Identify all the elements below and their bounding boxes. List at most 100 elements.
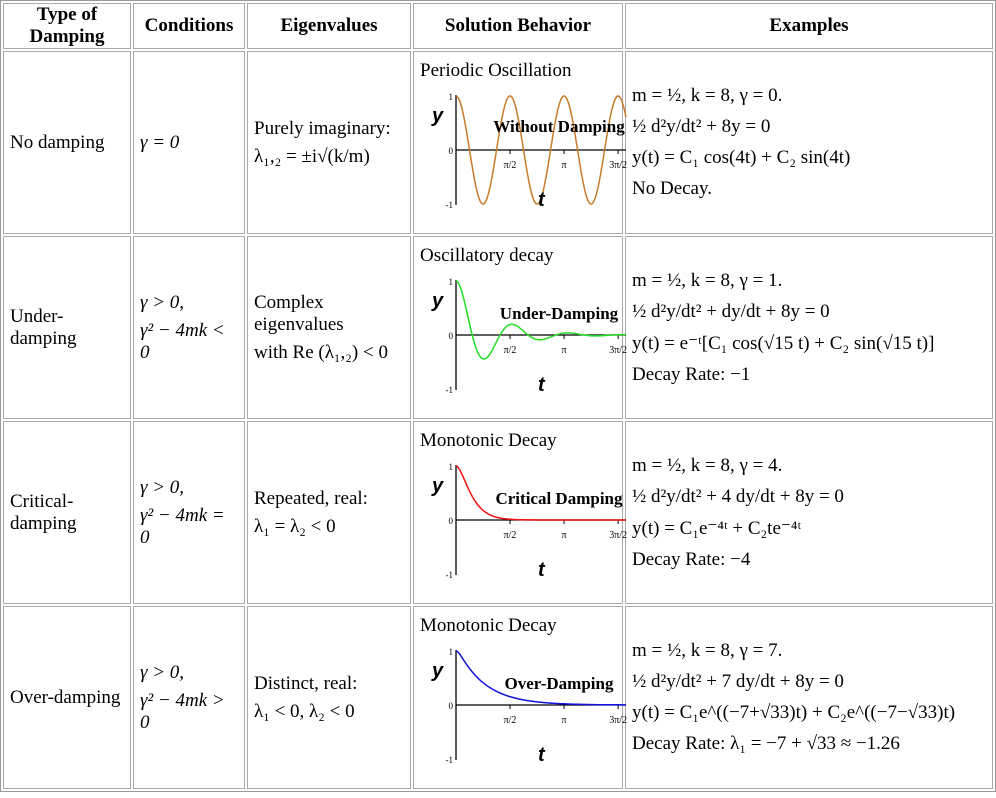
eigenvalues: Distinct, real: λ₁ < 0, λ₂ < 0 (247, 606, 411, 789)
y-tick-label: 0 (449, 146, 454, 156)
example-ode: ½ d²y/dt² + 4 dy/dt + 8y = 0 (632, 485, 844, 507)
eigen-line: λ₁ < 0, λ₂ < 0 (254, 700, 355, 722)
plot-title: Under-Damping (500, 304, 619, 323)
eigen-line: Distinct, real: (254, 672, 358, 694)
table-row: No damping γ = 0 Purely imaginary:λ₁,₂ =… (3, 51, 993, 234)
y-tick-label: -1 (446, 200, 454, 210)
solution-behavior: Monotonic Decay π/2 π 3π/2 1 0 -1 y t Over-Dampi… (413, 606, 627, 789)
y-tick-label: 1 (449, 647, 454, 657)
eigenvalues: Repeated, real: λ₁ = λ₂ < 0 (247, 421, 411, 604)
table-row: Over-damping γ > 0, γ² − 4mk > 0 Distinct… (3, 606, 993, 789)
behavior-label: Periodic Oscillation (420, 60, 572, 81)
behavior-label: Oscillatory decay (420, 245, 554, 266)
eigenvalues: Purely imaginary:λ₁,₂ = ±i√(k/m) (247, 51, 411, 234)
solution-plot: π/2 π 3π/2 1 0 -1 y t Over-Damping (431, 647, 627, 766)
solution-curve (455, 650, 626, 706)
t-axis-label: t (538, 189, 546, 211)
y-tick-label: 1 (449, 92, 454, 102)
damping-type: Over-damping (3, 606, 131, 789)
condition-line: γ > 0, (140, 661, 185, 683)
example-params: m = ½, k = 8, γ = 0. (632, 85, 783, 106)
damping-type: Under-damping (3, 236, 131, 419)
example-decay: No Decay. (632, 178, 713, 199)
solution-plot: π/2 π 3π/2 1 0 -1 y t Without Damping (431, 92, 627, 211)
plot-title: Over-Damping (505, 674, 614, 693)
example-solution: y(t) = C₁e⁻⁴ᵗ + C₂te⁻⁴ᵗ (632, 517, 802, 539)
plot-title: Critical Damping (495, 489, 623, 508)
example-decay: Decay Rate: −4 (632, 548, 751, 570)
table-row: Critical-damping γ > 0, γ² − 4mk = 0 Repe… (3, 421, 993, 604)
solution-curve (455, 280, 626, 360)
conditions: γ > 0, γ² − 4mk < 0 (133, 236, 245, 419)
x-tick-label: π/2 (504, 715, 517, 726)
header-eigenvalues: Eigenvalues (247, 3, 411, 49)
y-tick-label: 0 (449, 331, 454, 341)
y-axis-label: y (431, 105, 444, 127)
y-tick-label: -1 (446, 755, 454, 765)
example-ode: ½ d²y/dt² + 8y = 0 (632, 116, 771, 137)
y-tick-label: 0 (449, 516, 454, 526)
t-axis-label: t (538, 744, 546, 766)
condition-line: γ² − 4mk > 0 (140, 689, 225, 733)
eigen-line: with Re (λ₁,₂) < 0 (254, 341, 388, 363)
examples: m = ½, k = 8, γ = 4. ½ d²y/dt² + 4 dy/dt… (625, 421, 993, 604)
header-behavior: Solution Behavior (413, 3, 623, 49)
example-ode: ½ d²y/dt² + 7 dy/dt + 8y = 0 (632, 671, 844, 692)
x-tick-label: π/2 (504, 530, 517, 541)
x-tick-label: π/2 (504, 160, 517, 171)
x-tick-label: 3π/2 (609, 345, 627, 356)
eigen-line: λ₁,₂ = ±i√(k/m) (254, 145, 370, 167)
y-axis-label: y (431, 660, 444, 682)
x-tick-label: 3π/2 (609, 160, 627, 171)
y-tick-label: -1 (446, 570, 454, 580)
x-tick-label: 3π/2 (609, 715, 627, 726)
solution-curve (455, 95, 627, 205)
examples: m = ½, k = 8, γ = 1. ½ d²y/dt² + dy/dt +… (625, 236, 993, 419)
eigen-line: λ₁ = λ₂ < 0 (254, 515, 336, 537)
x-tick-label: π/2 (504, 345, 517, 356)
behavior-label: Monotonic Decay (420, 615, 557, 636)
example-params: m = ½, k = 8, γ = 4. (632, 454, 783, 476)
y-tick-label: 0 (449, 701, 454, 711)
x-tick-label: π (562, 530, 567, 541)
t-axis-label: t (538, 559, 546, 581)
examples: m = ½, k = 8, γ = 0. ½ d²y/dt² + 8y = 0 … (625, 51, 993, 234)
t-axis-label: t (538, 374, 546, 396)
damping-type: No damping (3, 51, 131, 234)
condition-line: γ > 0, (140, 476, 185, 498)
y-axis-label: y (431, 290, 444, 312)
header-row: Type of Damping Conditions Eigenvalues S… (3, 3, 993, 49)
condition-line: γ² − 4mk = 0 (140, 504, 225, 548)
x-tick-label: π (562, 345, 567, 356)
conditions: γ = 0 (133, 51, 245, 234)
y-tick-label: -1 (446, 385, 454, 395)
x-tick-label: π (562, 715, 567, 726)
example-decay: Decay Rate: −1 (632, 363, 751, 385)
example-params: m = ½, k = 8, γ = 7. (632, 640, 783, 661)
plot-title: Without Damping (493, 117, 625, 136)
x-tick-label: π (562, 160, 567, 171)
eigen-line: Repeated, real: (254, 487, 368, 509)
solution-behavior: Periodic Oscillation π/2 π 3π/2 1 0 -1 y t Witho… (413, 51, 627, 234)
conditions: γ > 0, γ² − 4mk > 0 (133, 606, 245, 789)
header-conditions: Conditions (133, 3, 245, 49)
example-solution: y(t) = C₁ cos(4t) + C₂ sin(4t) (632, 147, 851, 168)
table-row: Under-damping γ > 0, γ² − 4mk < 0 Complex… (3, 236, 993, 419)
y-tick-label: 1 (449, 462, 454, 472)
header-examples: Examples (625, 3, 993, 49)
example-ode: ½ d²y/dt² + dy/dt + 8y = 0 (632, 300, 830, 322)
examples: m = ½, k = 8, γ = 7. ½ d²y/dt² + 7 dy/dt… (625, 606, 993, 789)
conditions: γ > 0, γ² − 4mk = 0 (133, 421, 245, 604)
condition-line: γ > 0, (140, 291, 185, 313)
example-solution: y(t) = e⁻ᵗ[C₁ cos(√15 t) + C₂ sin(√15 t)… (632, 332, 935, 354)
condition-line: γ² − 4mk < 0 (140, 319, 225, 363)
solution-curve (455, 465, 626, 521)
damping-type: Critical-damping (3, 421, 131, 604)
header-type: Type of Damping (3, 3, 131, 49)
